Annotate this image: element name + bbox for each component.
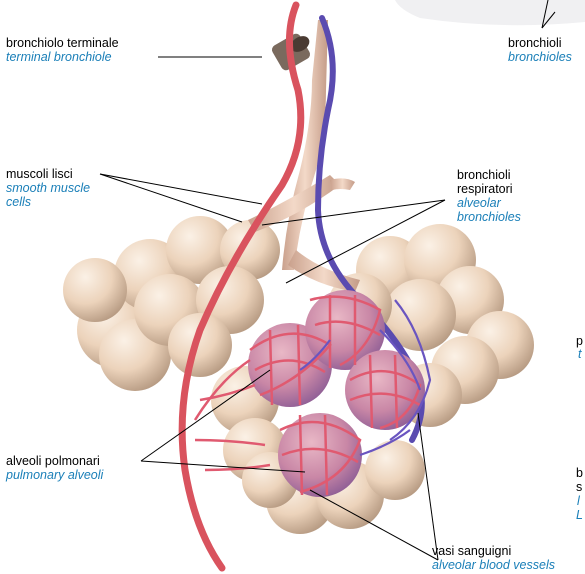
edge-fragment-l: l — [577, 494, 580, 508]
label-pulmonary-alveoli: alveoli polmonari pulmonary alveoli — [6, 454, 103, 482]
label-blood-vessels-en: alveolar blood vessels — [432, 558, 555, 572]
edge-fragment-t: t — [578, 347, 581, 361]
label-respiratory-bronchioles-en-2: bronchioles — [457, 210, 521, 224]
label-respiratory-bronchioles-it-2: respiratori — [457, 182, 521, 196]
edge-fragment-L: L — [576, 508, 583, 522]
label-bronchioles-it: bronchioli — [508, 36, 572, 50]
label-smooth-muscle-en-2: cells — [6, 195, 90, 209]
label-terminal-bronchiole-en: terminal bronchiole — [6, 50, 119, 64]
label-terminal-bronchiole-it: bronchiolo terminale — [6, 36, 119, 50]
label-bronchioles-en: bronchioles — [508, 50, 572, 64]
label-smooth-muscle-it: muscoli lisci — [6, 167, 90, 181]
edge-fragment-s: s — [576, 480, 582, 494]
label-smooth-muscle: muscoli lisci smooth muscle cells — [6, 167, 90, 209]
background-bronchi-shape — [395, 0, 585, 25]
label-respiratory-bronchioles: bronchioli respiratori alveolar bronchio… — [457, 168, 521, 224]
label-respiratory-bronchioles-it-1: bronchioli — [457, 168, 521, 182]
edge-fragment-b: b — [576, 466, 583, 480]
label-bronchioles: bronchioli bronchioles — [508, 36, 572, 64]
label-pulmonary-alveoli-it: alveoli polmonari — [6, 454, 103, 468]
label-blood-vessels: vasi sanguigni alveolar blood vessels — [432, 544, 555, 572]
label-pulmonary-alveoli-en: pulmonary alveoli — [6, 468, 103, 482]
label-respiratory-bronchioles-en-1: alveolar — [457, 196, 521, 210]
edge-fragment-p: p — [576, 334, 583, 348]
label-smooth-muscle-en-1: smooth muscle — [6, 181, 90, 195]
label-blood-vessels-it: vasi sanguigni — [432, 544, 555, 558]
label-terminal-bronchiole: bronchiolo terminale terminal bronchiole — [6, 36, 119, 64]
